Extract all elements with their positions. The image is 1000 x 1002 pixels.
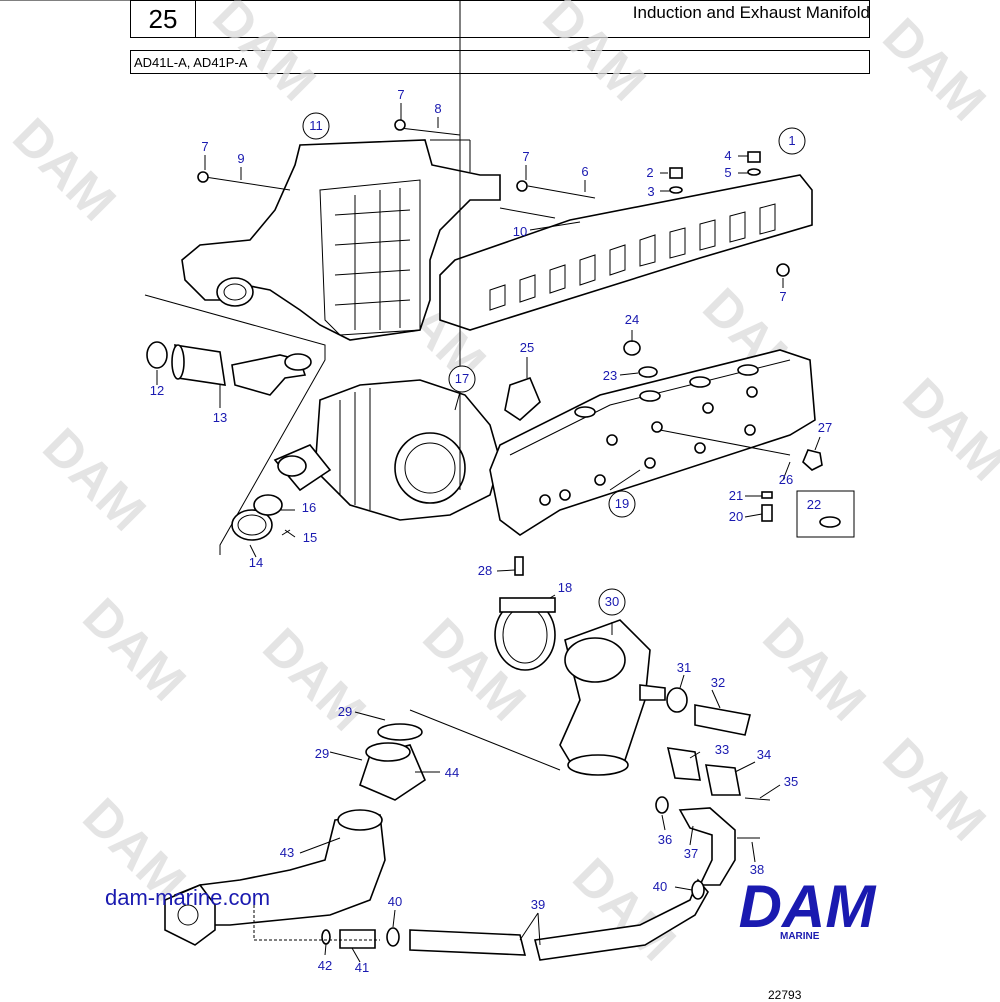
callout-33: 33	[715, 742, 729, 757]
callout-7: 7	[779, 289, 786, 304]
callout-17: 17	[455, 371, 469, 386]
page-title: Induction and Exhaust Manifold	[632, 3, 870, 22]
callout-19: 19	[615, 496, 629, 511]
callout-32: 32	[711, 675, 725, 690]
callout-8: 8	[434, 101, 441, 116]
callout-41: 41	[355, 960, 369, 975]
bolts-and-studs	[197, 119, 790, 277]
callout-44: 44	[445, 765, 459, 780]
callout-circle	[448, 365, 476, 393]
watermark: DAM	[872, 7, 997, 132]
callout-34: 34	[757, 747, 771, 762]
callout-24: 24	[625, 312, 639, 327]
callout-7: 7	[201, 139, 208, 154]
callout-39: 39	[531, 897, 545, 912]
callout-labels: 1234567777891011121314151617181920212223…	[150, 87, 832, 975]
callout-27: 27	[818, 420, 832, 435]
callout-40: 40	[653, 879, 667, 894]
callout-circle	[778, 127, 806, 155]
callout-18: 18	[558, 580, 572, 595]
callout-23: 23	[603, 368, 617, 383]
callout-40: 40	[388, 894, 402, 909]
leader-lines	[0, 0, 821, 963]
callout-6: 6	[581, 164, 588, 179]
logo-subtext: MARINE	[780, 931, 820, 942]
callout-37: 37	[684, 846, 698, 861]
logo-text: DAM	[739, 875, 878, 935]
watermark: DAM	[72, 587, 197, 712]
engine-models: AD41L-A, AD41P-A	[134, 54, 248, 70]
callout-circle	[598, 588, 626, 616]
manifold-gasket-plate	[439, 174, 813, 331]
watermark: DAM	[892, 367, 1000, 492]
intake-manifold	[181, 139, 501, 341]
callout-9: 9	[237, 151, 244, 166]
item-22-box	[796, 490, 855, 538]
callout-36: 36	[658, 832, 672, 847]
callout-20: 20	[729, 509, 743, 524]
callout-11: 11	[309, 118, 323, 133]
callout-16: 16	[302, 500, 316, 515]
callout-circle	[302, 112, 330, 140]
callout-15: 15	[303, 530, 317, 545]
callout-10: 10	[513, 224, 527, 239]
callout-42: 42	[318, 958, 332, 973]
callout-1: 1	[788, 133, 795, 148]
callout-26: 26	[779, 472, 793, 487]
dam-logo: DAM	[739, 875, 878, 935]
callout-3: 3	[647, 184, 654, 199]
models-frame	[130, 50, 870, 74]
watermark: DAM	[32, 417, 157, 542]
page-number-box	[130, 0, 196, 38]
callout-25: 25	[520, 340, 534, 355]
intake-elbow-assembly	[164, 709, 709, 961]
callout-29: 29	[338, 704, 352, 719]
drawing-number: 22793	[768, 988, 802, 1002]
callout-21: 21	[729, 488, 743, 503]
watermark: DAM	[872, 727, 997, 852]
watermark: DAM	[202, 0, 327, 112]
callout-13: 13	[213, 410, 227, 425]
intake-hoses	[144, 294, 326, 555]
callout-7: 7	[397, 87, 404, 102]
callout-12: 12	[150, 383, 164, 398]
callout-30: 30	[605, 594, 619, 609]
callout-14: 14	[249, 555, 263, 570]
turbocharger	[273, 379, 501, 521]
page-number: 25	[148, 3, 178, 34]
callout-38: 38	[750, 862, 764, 877]
callout-35: 35	[784, 774, 798, 789]
callout-22: 22	[807, 497, 821, 512]
callout-31: 31	[677, 660, 691, 675]
callout-43: 43	[280, 845, 294, 860]
callout-2: 2	[646, 165, 653, 180]
watermark: DAM	[532, 0, 657, 112]
watermark: DAM	[752, 607, 877, 732]
callout-circle	[608, 490, 636, 518]
watermark: DAM	[2, 107, 127, 232]
callout-4: 4	[724, 148, 731, 163]
callout-5: 5	[724, 165, 731, 180]
turbo-gaskets	[231, 494, 556, 613]
callout-28: 28	[478, 563, 492, 578]
exhaust-elbow-assembly	[494, 599, 771, 886]
website-url[interactable]: dam-marine.com	[105, 885, 271, 910]
callout-29: 29	[315, 746, 329, 761]
exhaust-manifold	[489, 340, 823, 576]
callout-7: 7	[522, 149, 529, 164]
watermark: DAM	[252, 617, 377, 742]
item-22-washer	[819, 516, 841, 528]
